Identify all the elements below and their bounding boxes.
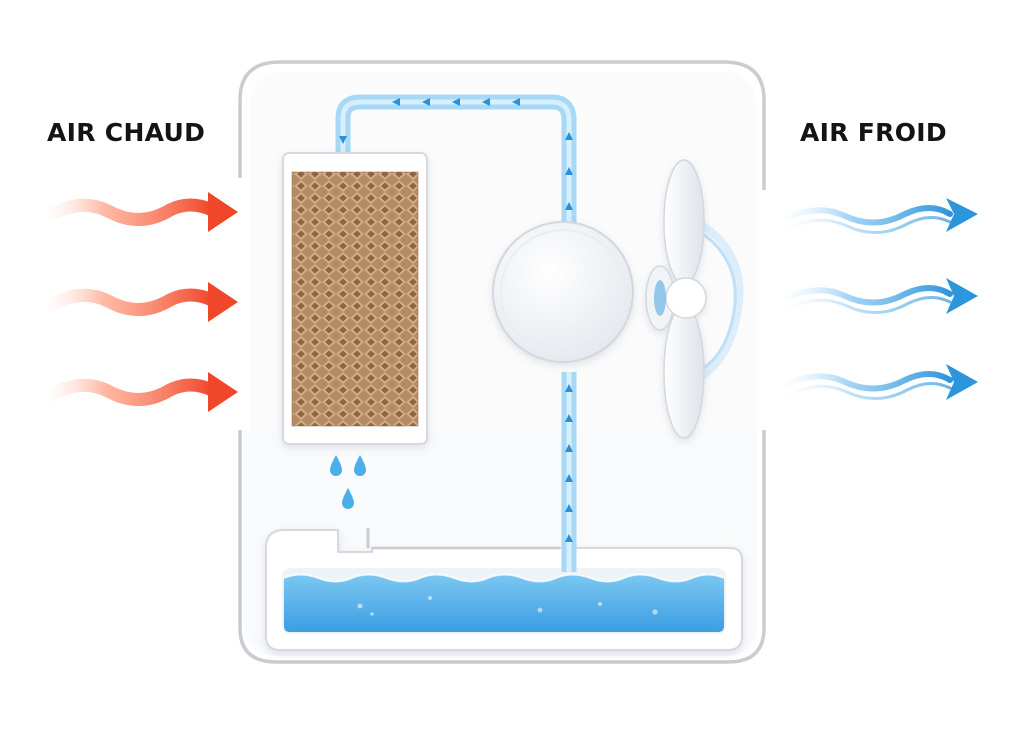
cold-air-label: AIR FROID — [800, 118, 947, 147]
cooling-pad — [282, 152, 428, 445]
water-drop-icons — [330, 455, 366, 509]
water-pump-icon — [492, 221, 634, 363]
water-bubbles — [357, 596, 658, 616]
cold-air-arrows — [777, 198, 978, 401]
hot-air-arrows — [38, 192, 238, 412]
water — [284, 574, 724, 632]
hot-air-label: AIR CHAUD — [47, 118, 206, 147]
flow-arrow-icons — [339, 98, 573, 542]
fan-icon — [645, 159, 744, 439]
water-surface — [283, 573, 725, 583]
